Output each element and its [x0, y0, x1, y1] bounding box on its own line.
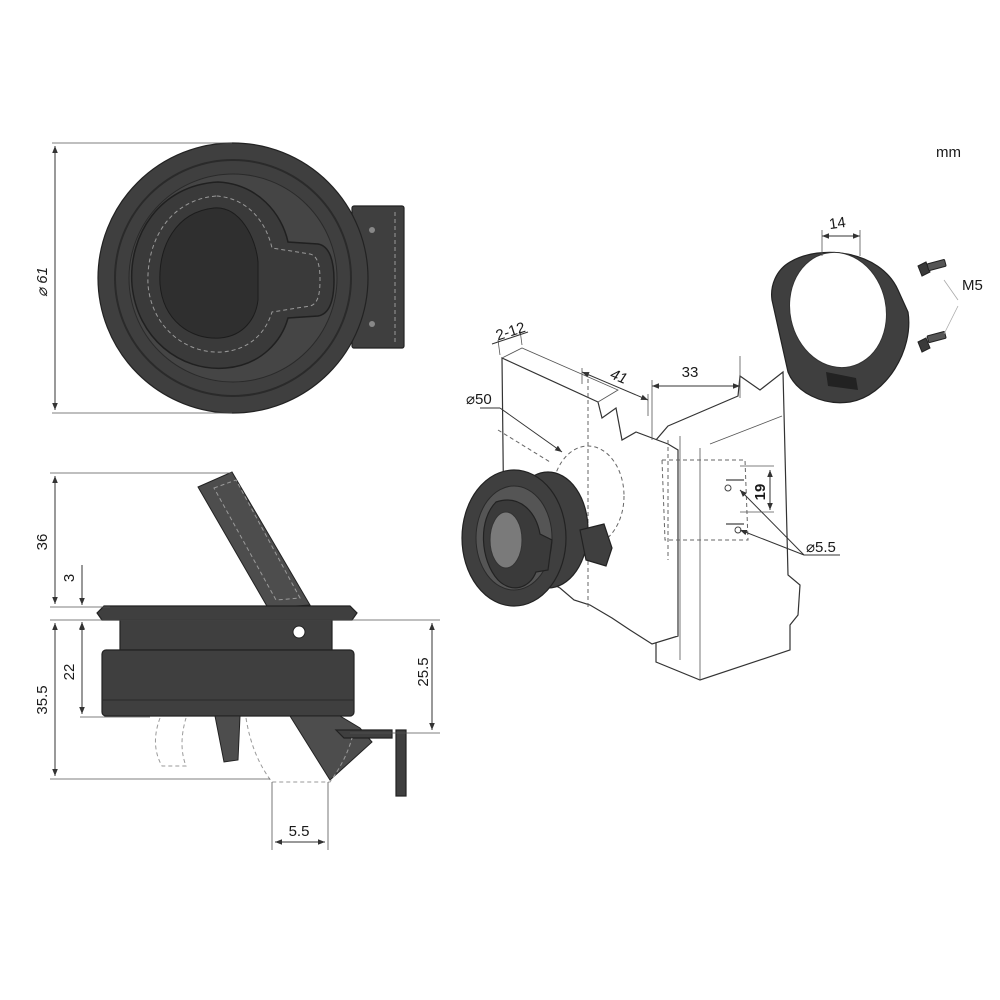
screw-icon	[917, 331, 947, 353]
lock-body	[101, 649, 355, 717]
units-label: mm	[936, 144, 961, 161]
diameter-label: ⌀ 61	[34, 267, 51, 297]
panel-thickness-label: 2-12	[494, 319, 528, 344]
front-view: ⌀ 61	[34, 142, 405, 414]
total-depth-label: 35.5	[34, 685, 51, 714]
latch-tongue	[289, 715, 373, 781]
ring-height-label: 14	[828, 214, 847, 233]
latch-offset-label: 5.5	[289, 823, 310, 840]
flange-thickness-label: 3	[61, 574, 78, 582]
latch-depth-label: 25.5	[415, 657, 432, 686]
screw-icon	[917, 259, 947, 277]
offset-41-label: 41	[608, 366, 630, 388]
isometric-view: 19 ⌀5.5 2-12 ⌀50 41 33 14	[461, 214, 983, 681]
offset-33-label: 33	[682, 364, 699, 381]
raised-handle	[197, 471, 311, 609]
flange-plate	[96, 605, 358, 621]
side-view: 36 3 35.5 22 25.5 5.5	[34, 471, 440, 850]
screw-hole-label: ⌀5.5	[806, 539, 836, 556]
screw-label: M5	[962, 277, 983, 294]
hole-diameter-label: ⌀50	[466, 391, 492, 408]
frame-panel	[655, 370, 801, 681]
hole-spacing-label: 19	[752, 484, 769, 501]
body-depth-label: 22	[61, 664, 78, 681]
handle-height-label: 36	[34, 534, 51, 551]
